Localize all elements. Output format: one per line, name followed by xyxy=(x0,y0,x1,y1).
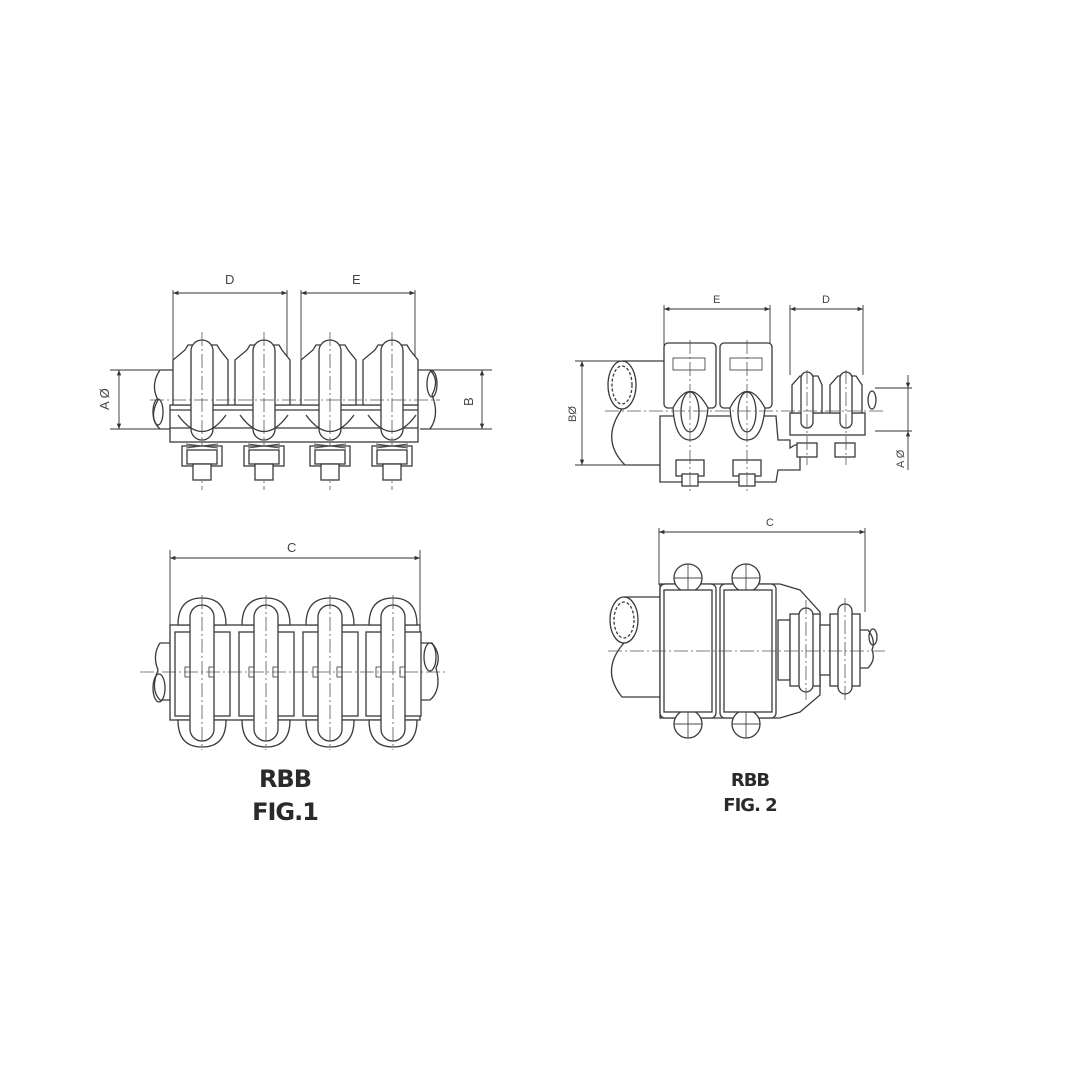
fig1-side-view: D E A Ø B xyxy=(97,272,492,490)
fig1-clamps xyxy=(172,332,419,490)
dim-c-label: C xyxy=(287,540,296,555)
dim-b-label: B xyxy=(461,397,476,406)
fig1-title: RBB xyxy=(258,765,312,793)
dim-c-label-2: C xyxy=(766,517,774,529)
fig2-caption: RBB FIG. 2 xyxy=(700,768,800,818)
dim-b-label-2: BØ xyxy=(567,406,579,422)
fig2-label: FIG. 2 xyxy=(723,795,777,816)
fig1-label: FIG.1 xyxy=(252,798,319,826)
dim-e-label: E xyxy=(352,272,361,287)
fig2-top-view: C xyxy=(608,517,885,739)
dim-d-label: D xyxy=(225,272,234,287)
dim-a-label-2: A Ø xyxy=(895,449,907,468)
fig2-title: RBB xyxy=(730,770,770,791)
dim-d-label-2: D xyxy=(822,294,830,306)
dim-e-label-2: E xyxy=(713,294,720,306)
fig2-side-view: E D BØ A Ø xyxy=(567,294,912,492)
dim-a-label: A Ø xyxy=(97,388,112,410)
fig1-caption: RBB FIG.1 xyxy=(230,763,340,829)
fig1-top-view: C xyxy=(140,540,445,750)
